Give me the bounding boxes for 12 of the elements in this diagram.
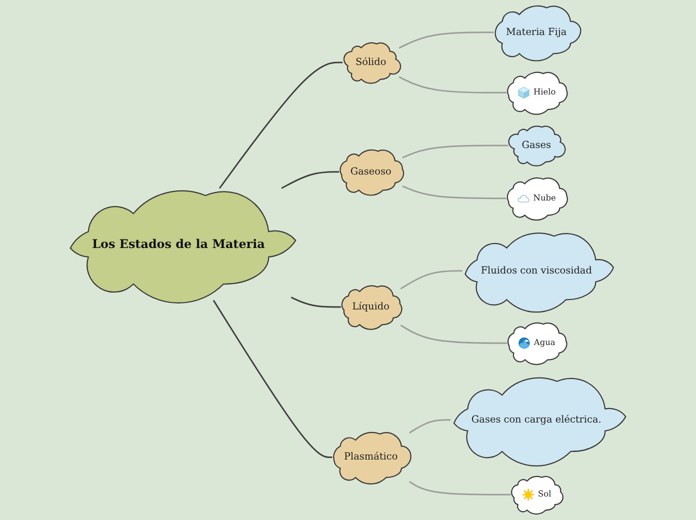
connector	[409, 419, 451, 434]
connector	[402, 144, 508, 158]
connector	[398, 32, 494, 49]
connector	[409, 481, 511, 496]
connector	[281, 171, 340, 189]
connector	[218, 62, 343, 189]
connector	[212, 300, 332, 458]
connector	[398, 76, 507, 94]
connector	[290, 296, 341, 308]
connector	[400, 270, 462, 290]
connector	[400, 324, 508, 344]
connector	[402, 185, 506, 200]
